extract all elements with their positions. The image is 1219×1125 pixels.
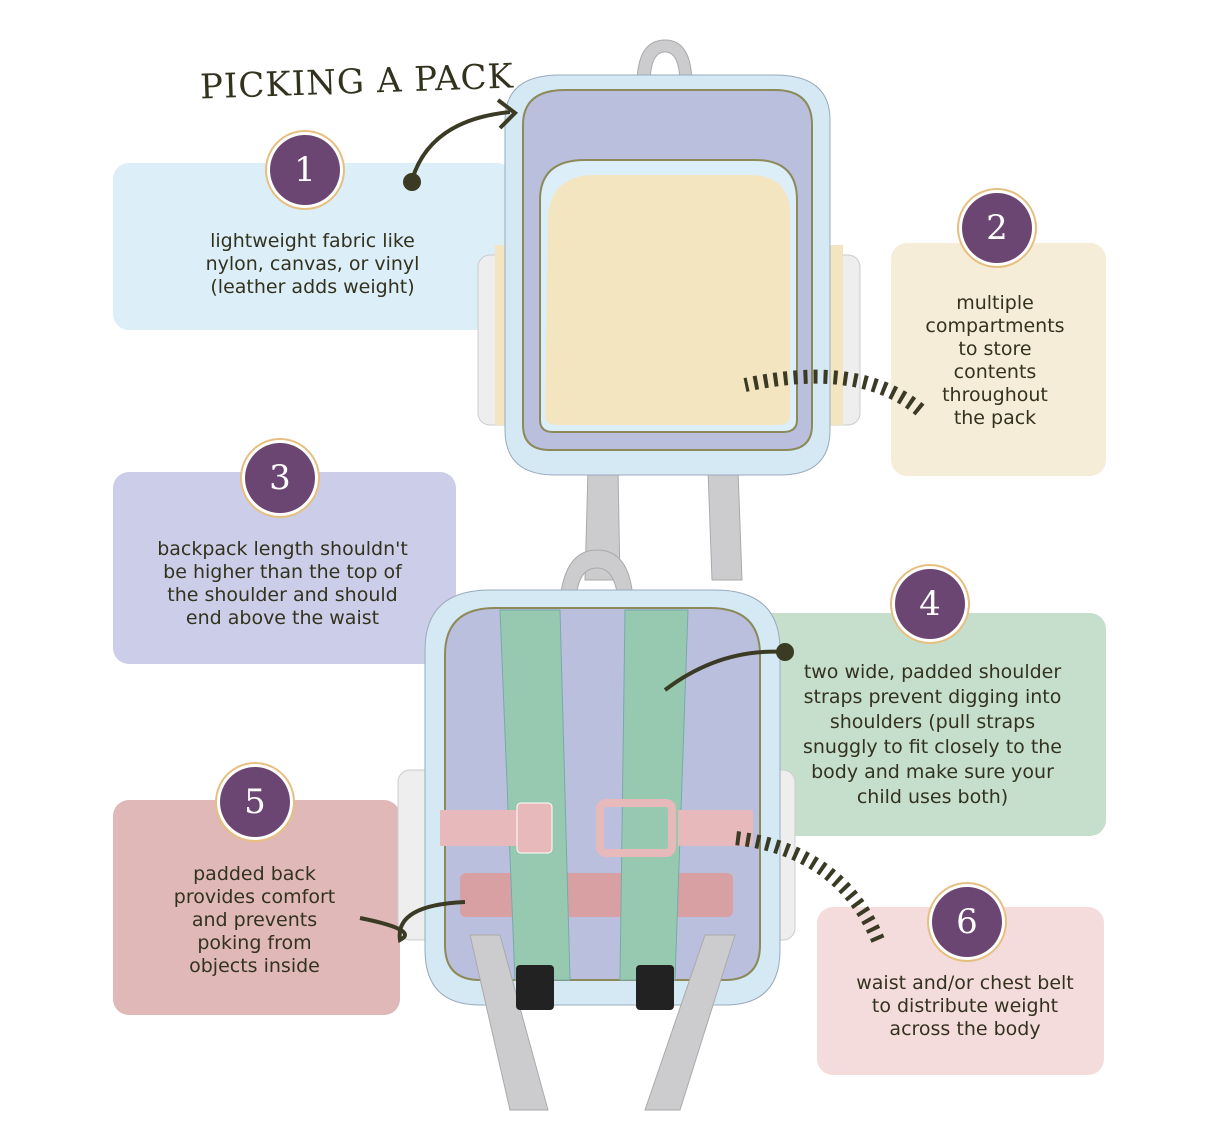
tip-text-3: backpack length shouldn't be higher than… (157, 538, 408, 629)
pointer-arrows (359, 98, 925, 944)
tip-number-badge-4: 4 (895, 569, 965, 639)
tip-text-1: lightweight fabric like nylon, canvas, o… (205, 230, 420, 298)
back-backpack (397, 549, 796, 1111)
tip-text-4: two wide, padded shoulder straps prevent… (802, 661, 1063, 808)
tip-text-2: multiple compartments to store contents … (925, 292, 1065, 429)
front-backpack (477, 39, 861, 581)
tip-text-5: padded back provides comfort and prevent… (173, 863, 336, 977)
tip-number-badge-6: 6 (932, 887, 1002, 957)
tip-box-4 (740, 613, 1106, 836)
tip-number-badge-3: 3 (245, 443, 315, 513)
tip-number-badge-5: 5 (220, 767, 290, 837)
tip-box-2 (891, 243, 1106, 476)
tip-number-badge-1: 1 (270, 135, 340, 205)
tip-number-badge-2: 2 (962, 193, 1032, 263)
tip-text-6: waist and/or chest belt to distribute we… (856, 972, 1074, 1040)
